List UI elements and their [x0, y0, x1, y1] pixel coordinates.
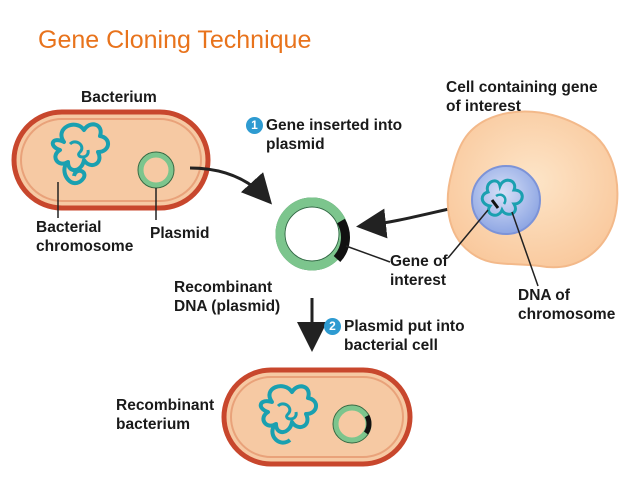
plasmid-label: Plasmid	[150, 225, 210, 242]
recombinant-plasmid	[275, 197, 350, 271]
step-1-text: Gene inserted into plasmid	[266, 117, 403, 153]
recombinant-bacterium-label: Recombinant bacterium	[116, 397, 215, 433]
dna-of-chromosome-label: DNA of chromosome	[518, 287, 616, 323]
nucleus-shape	[471, 165, 541, 235]
recombinant-dna-label: Recombinant DNA (plasmid)	[174, 279, 281, 315]
gene-of-interest-leader	[345, 245, 391, 263]
bacterial-chromosome-shape	[50, 122, 110, 186]
bacterium-label: Bacterium	[81, 89, 157, 106]
plasmid-transfer-arrow	[189, 166, 273, 205]
step-2-badge: 2	[324, 318, 341, 335]
step-2-text: Plasmid put into bacterial cell	[344, 318, 465, 354]
recombinant-plasmid-small	[332, 404, 372, 444]
plasmid-shape	[137, 151, 175, 189]
slide-title: Gene Cloning Technique	[38, 26, 312, 54]
step-1-badge: 1	[246, 117, 263, 134]
gene-of-interest-label: Gene of interest	[390, 253, 448, 289]
inserted-gene-segment	[333, 218, 350, 263]
recombinant-bacterium	[221, 367, 413, 467]
bacterial-chromosome-label: Bacterial chromosome	[36, 219, 134, 255]
recombinant-chromosome-shape	[258, 384, 318, 445]
dna-of-chromosome-leader	[511, 211, 539, 287]
gene-in-cell-leader	[447, 209, 489, 259]
donor-bacterium	[11, 109, 211, 211]
cell-containing-gene-label: Cell containing gene of interest	[446, 79, 598, 115]
